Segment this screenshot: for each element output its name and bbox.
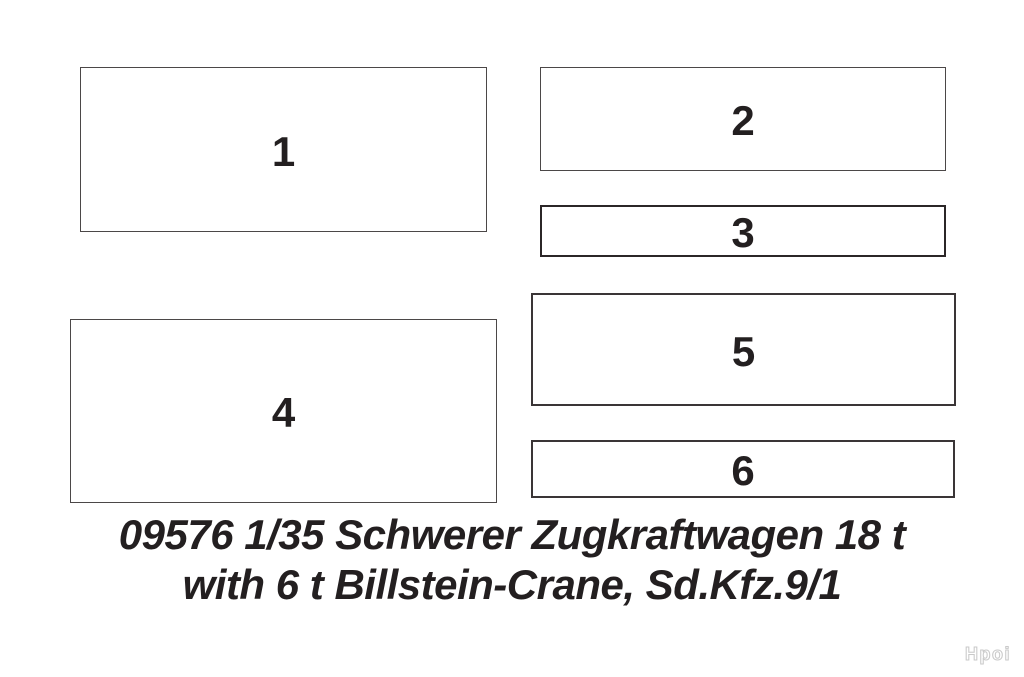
parts-box-1: 1 — [80, 67, 487, 232]
kit-title: 09576 1/35 Schwerer Zugkraftwagen 18 t w… — [0, 510, 1024, 610]
parts-box-2: 2 — [540, 67, 946, 171]
parts-box-3-label: 3 — [731, 209, 755, 256]
parts-box-6: 6 — [531, 440, 955, 498]
parts-box-6-label: 6 — [731, 447, 755, 494]
parts-box-4-label: 4 — [271, 389, 296, 436]
parts-box-1-label: 1 — [271, 127, 296, 175]
parts-box-4: 4 — [70, 319, 497, 503]
parts-box-5-label: 5 — [731, 327, 756, 375]
parts-box-3: 3 — [540, 205, 946, 257]
kit-title-line-2: with 6 t Billstein-Crane, Sd.Kfz.9/1 — [182, 561, 842, 608]
parts-box-2-label: 2 — [731, 97, 755, 144]
kit-title-line-1: 09576 1/35 Schwerer Zugkraftwagen 18 t — [118, 511, 906, 558]
parts-box-5: 5 — [531, 293, 956, 406]
hpoi-watermark: Hpoi — [965, 644, 1011, 665]
